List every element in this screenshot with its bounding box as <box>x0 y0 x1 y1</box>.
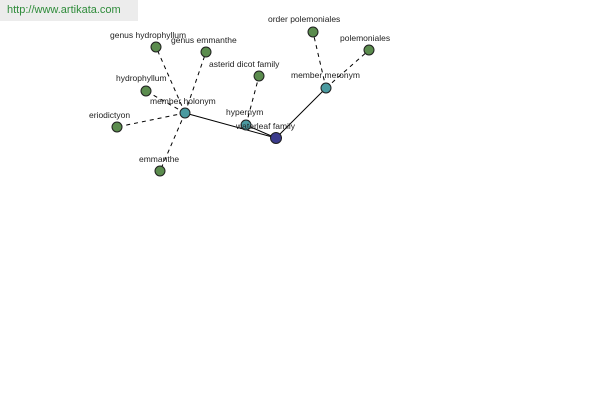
site-link[interactable]: http://www.artikata.com <box>7 4 121 16</box>
node-asterid-dicot-family[interactable] <box>253 70 265 82</box>
edge-waterleaf-family-to-member-meronym <box>275 87 327 139</box>
node-waterleaf-family[interactable] <box>270 132 282 144</box>
site-banner: http://www.artikata.com <box>0 0 138 21</box>
node-label-waterleaf-family[interactable]: waterleaf family <box>235 121 296 131</box>
node-hydrophyllum[interactable] <box>140 85 152 97</box>
node-label-asterid-dicot-family[interactable]: asterid dicot family <box>209 59 280 69</box>
node-polemoniales[interactable] <box>363 44 375 56</box>
node-member-meronym[interactable] <box>320 82 332 94</box>
node-order-polemoniales[interactable] <box>307 26 319 38</box>
edge-member-holonym-to-genus-emmanthe <box>184 51 207 114</box>
edge-member-holonym-to-emmanthe <box>159 112 186 172</box>
node-label-hydrophyllum[interactable]: hydrophyllum <box>116 73 167 83</box>
node-member-holonym[interactable] <box>179 107 191 119</box>
nodes-layer <box>111 26 375 177</box>
edge-member-holonym-to-eriodictyon <box>116 112 186 128</box>
node-label-emmanthe[interactable]: emmanthe <box>139 154 179 164</box>
node-label-polemoniales[interactable]: polemoniales <box>340 33 390 43</box>
node-genus-emmanthe[interactable] <box>200 46 212 58</box>
node-eriodictyon[interactable] <box>111 121 123 133</box>
node-genus-hydrophyllum[interactable] <box>150 41 162 53</box>
node-emmanthe[interactable] <box>154 165 166 177</box>
edge-hypernym-to-asterid-dicot-family <box>245 75 260 126</box>
node-label-eriodictyon[interactable]: eriodictyon <box>89 110 130 120</box>
node-hypernym[interactable] <box>240 119 252 131</box>
edge-member-meronym-to-order-polemoniales <box>312 31 327 89</box>
node-label-genus-hydrophyllum[interactable]: genus hydrophyllum <box>110 30 186 40</box>
node-label-member-holonym[interactable]: member holonym <box>150 96 216 106</box>
node-label-order-polemoniales[interactable]: order polemoniales <box>268 14 340 24</box>
node-label-member-meronym[interactable]: member meronym <box>291 70 360 80</box>
node-label-hypernym[interactable]: hypernym <box>226 107 263 117</box>
node-label-genus-emmanthe[interactable]: genus emmanthe <box>171 35 237 45</box>
labels-layer: waterleaf family member holonym hypernym me… <box>89 14 390 164</box>
edge-waterleaf-family-to-member-holonym <box>184 112 277 139</box>
edge-member-meronym-to-polemoniales <box>325 49 370 89</box>
